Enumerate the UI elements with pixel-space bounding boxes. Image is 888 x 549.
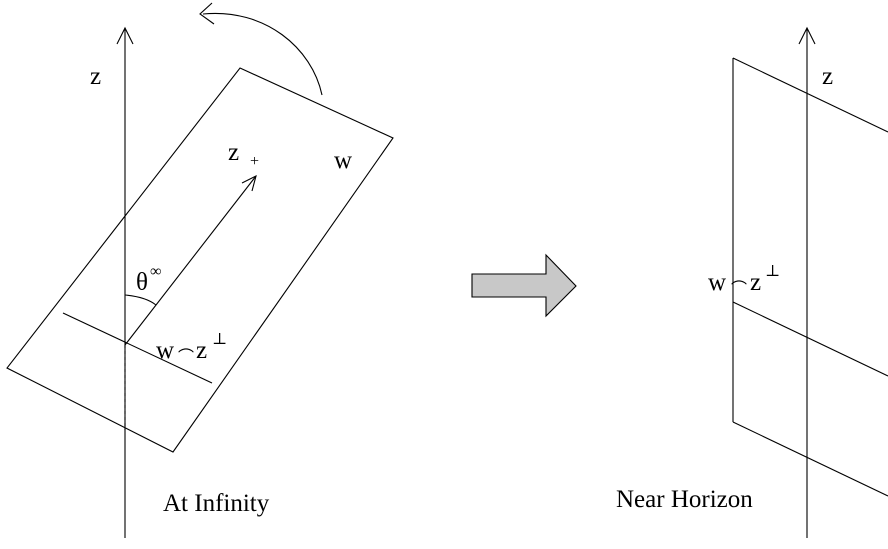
right-intersection-line [732, 301, 888, 377]
left-panel: z w z + θ ∞ w ⌒ z ⊥ At Infinity [6, 2, 394, 538]
left-int-z: z [196, 337, 207, 364]
plane-w-outline [6, 67, 394, 453]
left-intersection-label: w ⌒ z ⊥ [156, 331, 227, 366]
left-int-w: w [156, 337, 174, 364]
z-plus-subscript: + [250, 153, 259, 170]
right-int-z: z [750, 269, 761, 296]
plane-w-label: w [334, 147, 352, 174]
right-intersection-label: w ⌒ z ⊥ [708, 263, 780, 298]
caption-near-horizon: Near Horizon [616, 486, 753, 513]
left-z-axis-arrowhead [116, 26, 134, 45]
left-intersection-line [62, 312, 213, 384]
transition-arrow [471, 253, 577, 318]
rotation-arrow [202, 12, 323, 96]
right-plane-bottom-edge [732, 421, 888, 497]
right-plane-top-edge [732, 57, 888, 133]
theta-label: θ [136, 269, 148, 296]
theta-superscript: ∞ [150, 263, 161, 280]
right-z-axis-label: z [822, 63, 833, 90]
right-z-axis-arrowhead [798, 26, 816, 45]
z-plus-vector [124, 175, 257, 346]
right-int-perp: ⊥ [765, 263, 780, 280]
right-panel: z w ⌒ z ⊥ Near Horizon [616, 26, 888, 538]
right-int-cap: ⌒ [731, 280, 747, 298]
z-plus-arrowhead [241, 174, 257, 192]
right-int-w: w [708, 269, 726, 296]
z-plus-label: z [228, 139, 239, 166]
left-z-axis-label: z [90, 63, 101, 90]
caption-at-infinity: At Infinity [163, 490, 270, 517]
left-int-perp: ⊥ [212, 331, 227, 348]
left-int-cap: ⌒ [178, 348, 194, 366]
rotation-arrow-head [199, 2, 215, 25]
theta-angle-arc [124, 294, 157, 306]
